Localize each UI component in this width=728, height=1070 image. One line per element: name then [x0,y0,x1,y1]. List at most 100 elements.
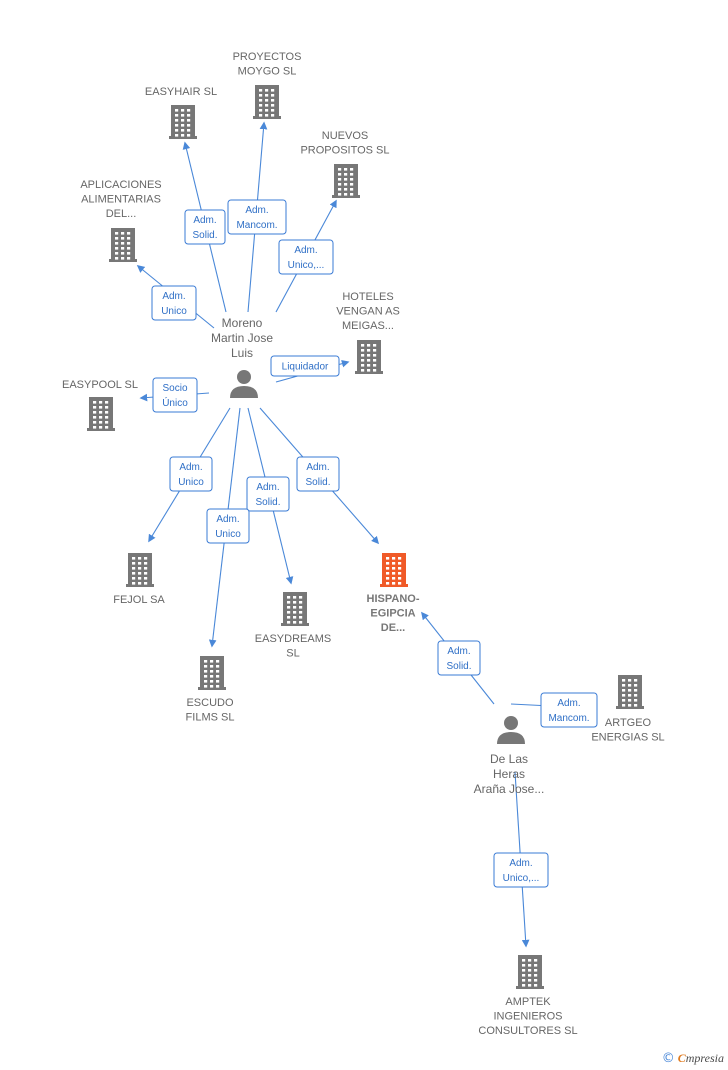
role-label[interactable]: Adm. Unico [206,508,250,544]
edges-layer [136,121,573,948]
role-label[interactable]: Adm. Solid. [246,476,290,512]
role-text: Unico [215,529,241,540]
role-text: Unico [161,306,187,317]
company-node[interactable]: ARTGEO ENERGIAS SL [591,675,665,744]
company-name: FEJOL SA [113,594,165,606]
building-icon [516,955,544,989]
role-text: Solid. [446,661,471,672]
company-name: APLICACIONES [80,179,161,191]
role-text: Adm. [306,462,329,473]
company-node[interactable]: PROYECTOS MOYGO SL [233,51,302,119]
building-icon [281,592,309,626]
company-name: NUEVOS [322,130,368,142]
role-text: Unico [178,477,204,488]
building-icon [355,340,383,374]
company-name: HISPANO- [367,593,420,605]
nodes-layer: PROYECTOS MOYGO SL EASYHAIR SL NUEVOS PROPOS… [62,51,665,1037]
brand-initial: C [677,1051,686,1065]
role-text: Adm. [557,698,580,709]
company-name: AMPTEK [505,996,551,1008]
roles-layer: Adm.Solid.Adm.Mancom.Adm.Unico,...Adm.Un… [151,199,598,888]
role-text: Mancom. [548,713,589,724]
role-label[interactable]: Adm. Solid. [437,640,481,676]
company-name: EASYPOOL SL [62,379,138,391]
company-name: MOYGO SL [238,66,297,78]
company-name: EASYHAIR SL [145,86,217,98]
person-name: Luis [231,346,253,360]
person-name: Araña Jose... [474,782,545,796]
role-label[interactable]: Adm. Unico [169,456,213,492]
role-text: Adm. [256,482,279,493]
role-text: Adm. [179,462,202,473]
building-icon [380,553,408,587]
role-text: Adm. [294,245,317,256]
company-name: ESCUDO [186,697,234,709]
person-name: Martin Jose [211,331,273,345]
company-node[interactable]: EASYHAIR SL [145,86,217,139]
company-name: CONSULTORES SL [478,1025,577,1037]
company-node[interactable]: HOTELES VENGAN AS MEIGAS... [336,291,400,374]
role-text: Mancom. [236,220,277,231]
company-name: DEL... [106,208,137,220]
company-name: ARTGEO [605,717,652,729]
company-name: DE... [381,622,405,634]
company-name: HOTELES [342,291,393,303]
company-node[interactable]: ESCUDO FILMS SL [186,656,235,724]
person-name: Heras [493,767,525,781]
role-text: Unico,... [503,873,540,884]
role-label[interactable]: Adm. Mancom. [227,199,287,235]
brand-name: mpresia [685,1051,724,1065]
role-label[interactable]: Liquidador [270,355,340,377]
role-text: Socio [162,383,187,394]
role-text: Adm. [447,646,470,657]
company-name: MEIGAS... [342,320,394,332]
building-icon [198,656,226,690]
role-label[interactable]: Adm. Mancom. [540,692,598,728]
company-name: EGIPCIA [370,608,415,620]
building-icon [87,397,115,431]
role-text: Adm. [509,858,532,869]
role-text: Solid. [255,497,280,508]
building-icon [169,105,197,139]
role-text: Adm. [162,291,185,302]
role-text: Adm. [245,205,268,216]
person-name: Moreno [222,316,263,330]
role-text: Liquidador [282,362,329,373]
building-icon [616,675,644,709]
company-name: PROPOSITOS SL [300,145,389,157]
role-label[interactable]: Adm. Solid. [296,456,340,492]
company-node[interactable]: FEJOL SA [113,553,165,606]
building-icon [332,164,360,198]
company-node[interactable]: HISPANO- EGIPCIA DE... [367,553,420,634]
person-name: De Las [490,752,528,766]
company-name: INGENIEROS [493,1011,562,1023]
building-icon [109,228,137,262]
brand-footer[interactable]: © Cmpresia [662,1051,724,1066]
company-name: PROYECTOS [233,51,302,63]
copyright-icon: © [661,1051,675,1066]
role-text: Solid. [305,477,330,488]
company-name: ENERGIAS SL [591,732,664,744]
company-node[interactable]: NUEVOS PROPOSITOS SL [300,130,390,198]
person-icon [497,716,525,744]
role-text: Adm. [216,514,239,525]
company-node[interactable]: EASYPOOL SL [62,379,138,431]
role-label[interactable]: Adm. Unico,... [493,852,549,888]
role-label[interactable]: Adm.Solid. [184,209,226,245]
role-text: Único [162,396,188,409]
role-label[interactable]: Adm.Unico,... [278,239,334,275]
company-name: SL [286,648,299,660]
company-name: VENGAN AS [336,306,400,318]
company-node[interactable]: APLICACIONESALIMENTARIASDEL... [80,179,162,262]
company-name: FILMS SL [186,712,235,724]
role-label[interactable]: Adm. Unico [151,285,197,321]
company-name: EASYDREAMS [255,633,331,645]
building-icon [253,85,281,119]
company-node[interactable]: EASYDREAMS SL [255,592,331,660]
person-icon [230,370,258,398]
company-node[interactable]: AMPTEK INGENIEROS CONSULTORES SL [478,955,578,1037]
